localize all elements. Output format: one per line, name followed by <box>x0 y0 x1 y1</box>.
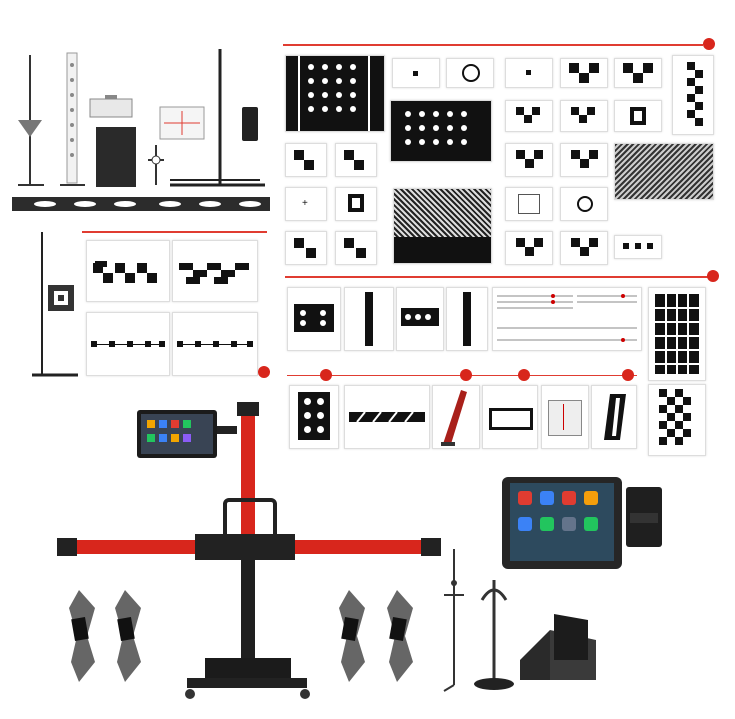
section-badge-icon <box>258 366 270 378</box>
target-card <box>335 187 377 221</box>
target-card <box>446 58 494 88</box>
target-card <box>344 287 394 351</box>
target-card <box>505 143 553 177</box>
target-card <box>482 385 538 449</box>
target-card <box>505 187 553 221</box>
target-card <box>287 287 341 351</box>
target-card <box>560 187 608 221</box>
section-badge-icon <box>518 369 530 381</box>
target-card <box>648 384 706 456</box>
pattern-board <box>172 312 258 376</box>
target-card <box>289 385 339 449</box>
target-card <box>614 100 662 132</box>
wheel-chocks <box>510 600 610 690</box>
target-card <box>335 231 377 265</box>
target-card <box>505 231 553 265</box>
target-card <box>505 58 553 88</box>
target-card: + <box>285 187 327 221</box>
target-card <box>672 55 714 135</box>
tripod-stand <box>440 545 470 695</box>
target-card <box>392 58 440 88</box>
target-card <box>285 231 327 265</box>
pattern-board <box>86 240 170 302</box>
diagnostic-tablet <box>500 473 665 573</box>
stands-illustration <box>12 49 270 211</box>
target-card <box>390 100 492 162</box>
target-card <box>560 58 608 88</box>
section-badge-icon <box>320 369 332 381</box>
section-badge-icon <box>622 369 634 381</box>
stands-group <box>10 45 272 215</box>
target-card <box>614 235 662 259</box>
target-card <box>492 287 642 351</box>
section-badge-icon <box>707 270 719 282</box>
target-card <box>505 100 553 132</box>
target-card <box>541 385 589 449</box>
target-card <box>393 188 492 264</box>
target-card <box>432 385 480 449</box>
target-card <box>446 287 488 351</box>
calibration-frame <box>55 400 445 712</box>
target-card <box>614 58 662 88</box>
target-card <box>335 143 377 177</box>
section-divider-mid <box>285 276 710 278</box>
target-card <box>344 385 430 449</box>
target-card <box>614 143 714 200</box>
pattern-board <box>172 240 258 302</box>
section-badge-icon <box>703 38 715 50</box>
section-badge-icon <box>460 369 472 381</box>
target-card <box>285 143 327 177</box>
pattern-board <box>86 312 170 376</box>
section-divider-top <box>283 44 703 46</box>
target-card <box>560 100 608 132</box>
target-card <box>560 143 608 177</box>
side-stand <box>28 230 78 380</box>
target-card <box>591 385 637 449</box>
support-stand <box>468 570 518 700</box>
target-card <box>648 287 706 381</box>
target-card <box>560 231 608 265</box>
target-card <box>396 287 444 351</box>
target-card <box>285 55 385 132</box>
section-divider-left <box>82 231 267 233</box>
